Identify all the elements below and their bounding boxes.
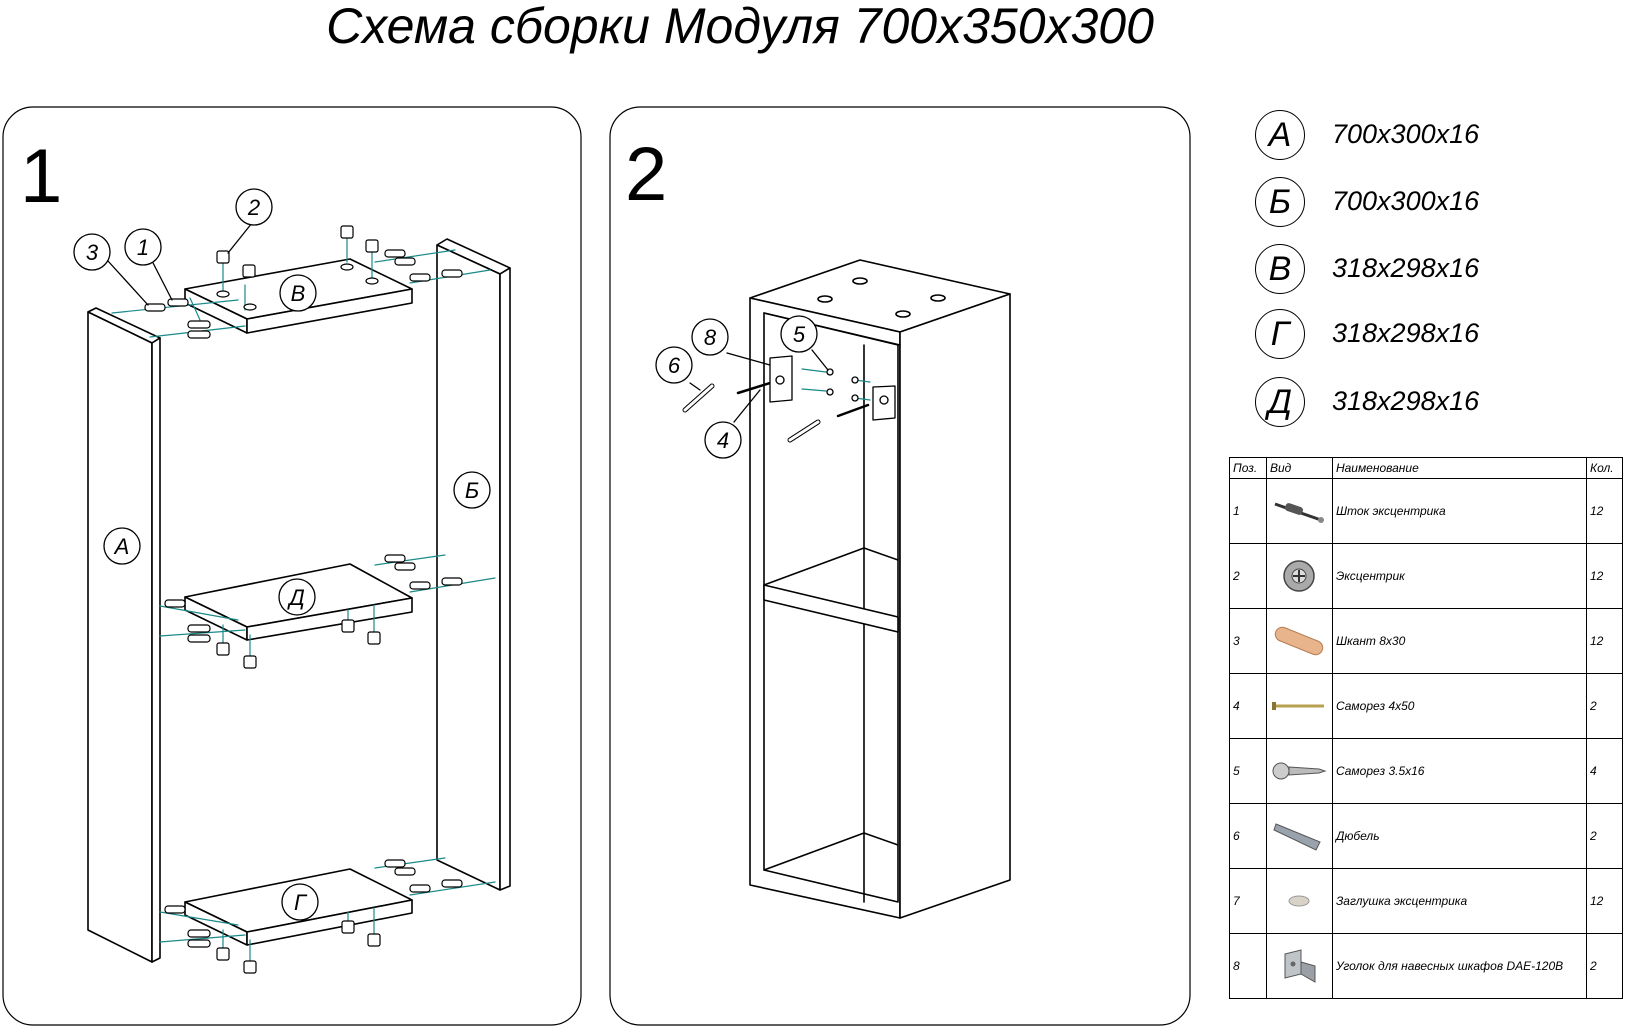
row-qty: 12: [1586, 478, 1623, 544]
callout-p2-8: 8: [704, 325, 717, 350]
header-view: Вид: [1265, 457, 1333, 479]
side-panel-a: [87, 307, 161, 963]
callouts-p1: [73, 188, 491, 921]
cam-rod-icon: [1274, 502, 1325, 523]
short-screw-icon: [1272, 762, 1328, 780]
cam-cap-icon: [1288, 895, 1310, 907]
spec-letter: А: [1255, 110, 1305, 160]
row-name: Дюбель: [1331, 803, 1588, 869]
cam-lock-icon: [1283, 560, 1316, 592]
spec-row-g: Г 318x298x16: [1255, 309, 1615, 369]
long-screw-icon: [1272, 702, 1325, 710]
spec-row-a: А 700x300x16: [1255, 110, 1615, 170]
table-row: 7 Заглушка эксцентрика 12: [1229, 868, 1623, 934]
header-pos: Поз.: [1229, 457, 1267, 479]
row-name: Заглушка эксцентрика: [1331, 868, 1588, 934]
callout-p1-3: 3: [86, 240, 99, 265]
row-pos: 5: [1229, 738, 1267, 804]
row-name: Шток эксцентрика: [1331, 478, 1588, 544]
callout-p1-a: А: [113, 534, 130, 559]
callout-p1-g: Г: [294, 890, 308, 915]
callouts-p2: [655, 315, 829, 459]
wall-plug-icon: [1273, 823, 1322, 851]
table-row: 3 Шкант 8х30 12: [1229, 608, 1623, 674]
callout-p1-1: 1: [137, 235, 149, 260]
row-name: Саморез 3.5х16: [1331, 738, 1588, 804]
spec-row-v: В 318x298x16: [1255, 244, 1615, 304]
spec-letter: Д: [1255, 377, 1305, 427]
panel-1-frame: [2, 106, 582, 1026]
spec-letter: Г: [1255, 309, 1305, 359]
spec-letter: Б: [1255, 177, 1305, 227]
panel-1-number: 1: [20, 134, 62, 219]
row-pos: 7: [1229, 868, 1267, 934]
row-qty: 12: [1586, 543, 1623, 609]
header-name: Наименование: [1331, 457, 1588, 479]
table-row: 4 Саморез 4х50 2: [1229, 673, 1623, 739]
panel-2-frame: [609, 106, 1191, 1026]
row-pos: 2: [1229, 543, 1267, 609]
table-row: 1 Шток эксцентрика 12: [1229, 478, 1623, 544]
hardware-p2: [682, 355, 896, 443]
table-header-row: Поз. Вид Наименование Кол.: [1229, 457, 1623, 479]
row-pos: 1: [1229, 478, 1267, 544]
row-name: Уголок для навесных шкафов DAE-120B: [1331, 933, 1588, 999]
parts-table: Поз. Вид Наименование Кол. 1 Шток эксцен…: [1229, 457, 1623, 999]
page-title: Схема сборки Модуля 700х350х300: [326, 0, 1154, 54]
callout-p1-d: Д: [286, 585, 305, 610]
table-row: 6 Дюбель 2: [1229, 803, 1623, 869]
spec-dims: 318x298x16: [1332, 253, 1480, 283]
row-pos: 4: [1229, 673, 1267, 739]
table-row: 8 Уголок для навесных шкафов DAE-120B 2: [1229, 933, 1623, 999]
row-pos: 8: [1229, 933, 1267, 999]
spec-dims: 700x300x16: [1332, 119, 1480, 149]
assembled-cabinet: [749, 259, 1011, 919]
spec-dims: 318x298x16: [1332, 386, 1480, 416]
side-panel-b: [436, 238, 511, 891]
spec-row-d: Д 318x298x16: [1255, 377, 1615, 437]
panel-2-number: 2: [625, 132, 667, 217]
callout-p2-6: 6: [668, 353, 681, 378]
spec-dims: 318x298x16: [1332, 318, 1480, 348]
callout-p2-4: 4: [717, 428, 729, 453]
callout-p1-2: 2: [247, 195, 260, 220]
row-pos: 3: [1229, 608, 1267, 674]
row-name: Саморез 4х50: [1331, 673, 1588, 739]
row-qty: 2: [1586, 673, 1623, 739]
callout-p1-b: Б: [465, 478, 479, 503]
row-qty: 12: [1586, 608, 1623, 674]
callout-p1-v: В: [291, 281, 306, 306]
row-qty: 2: [1586, 933, 1623, 999]
row-name: Эксцентрик: [1331, 543, 1588, 609]
spec-row-b: Б 700x300x16: [1255, 177, 1615, 237]
cabinet-bracket-icon: [1284, 949, 1316, 983]
callout-p2-5: 5: [793, 322, 806, 347]
spec-dims: 700x300x16: [1332, 186, 1480, 216]
spec-letter: В: [1255, 244, 1305, 294]
row-pos: 6: [1229, 803, 1267, 869]
dowel-icon: [1275, 626, 1324, 656]
row-qty: 12: [1586, 868, 1623, 934]
fasteners-p1: [144, 225, 463, 974]
table-row: 5 Саморез 3.5х16 4: [1229, 738, 1623, 804]
row-name: Шкант 8х30: [1331, 608, 1588, 674]
row-qty: 4: [1586, 738, 1623, 804]
table-row: 2 Эксцентрик 12: [1229, 543, 1623, 609]
row-qty: 2: [1586, 803, 1623, 869]
header-qty: Кол.: [1586, 457, 1623, 479]
